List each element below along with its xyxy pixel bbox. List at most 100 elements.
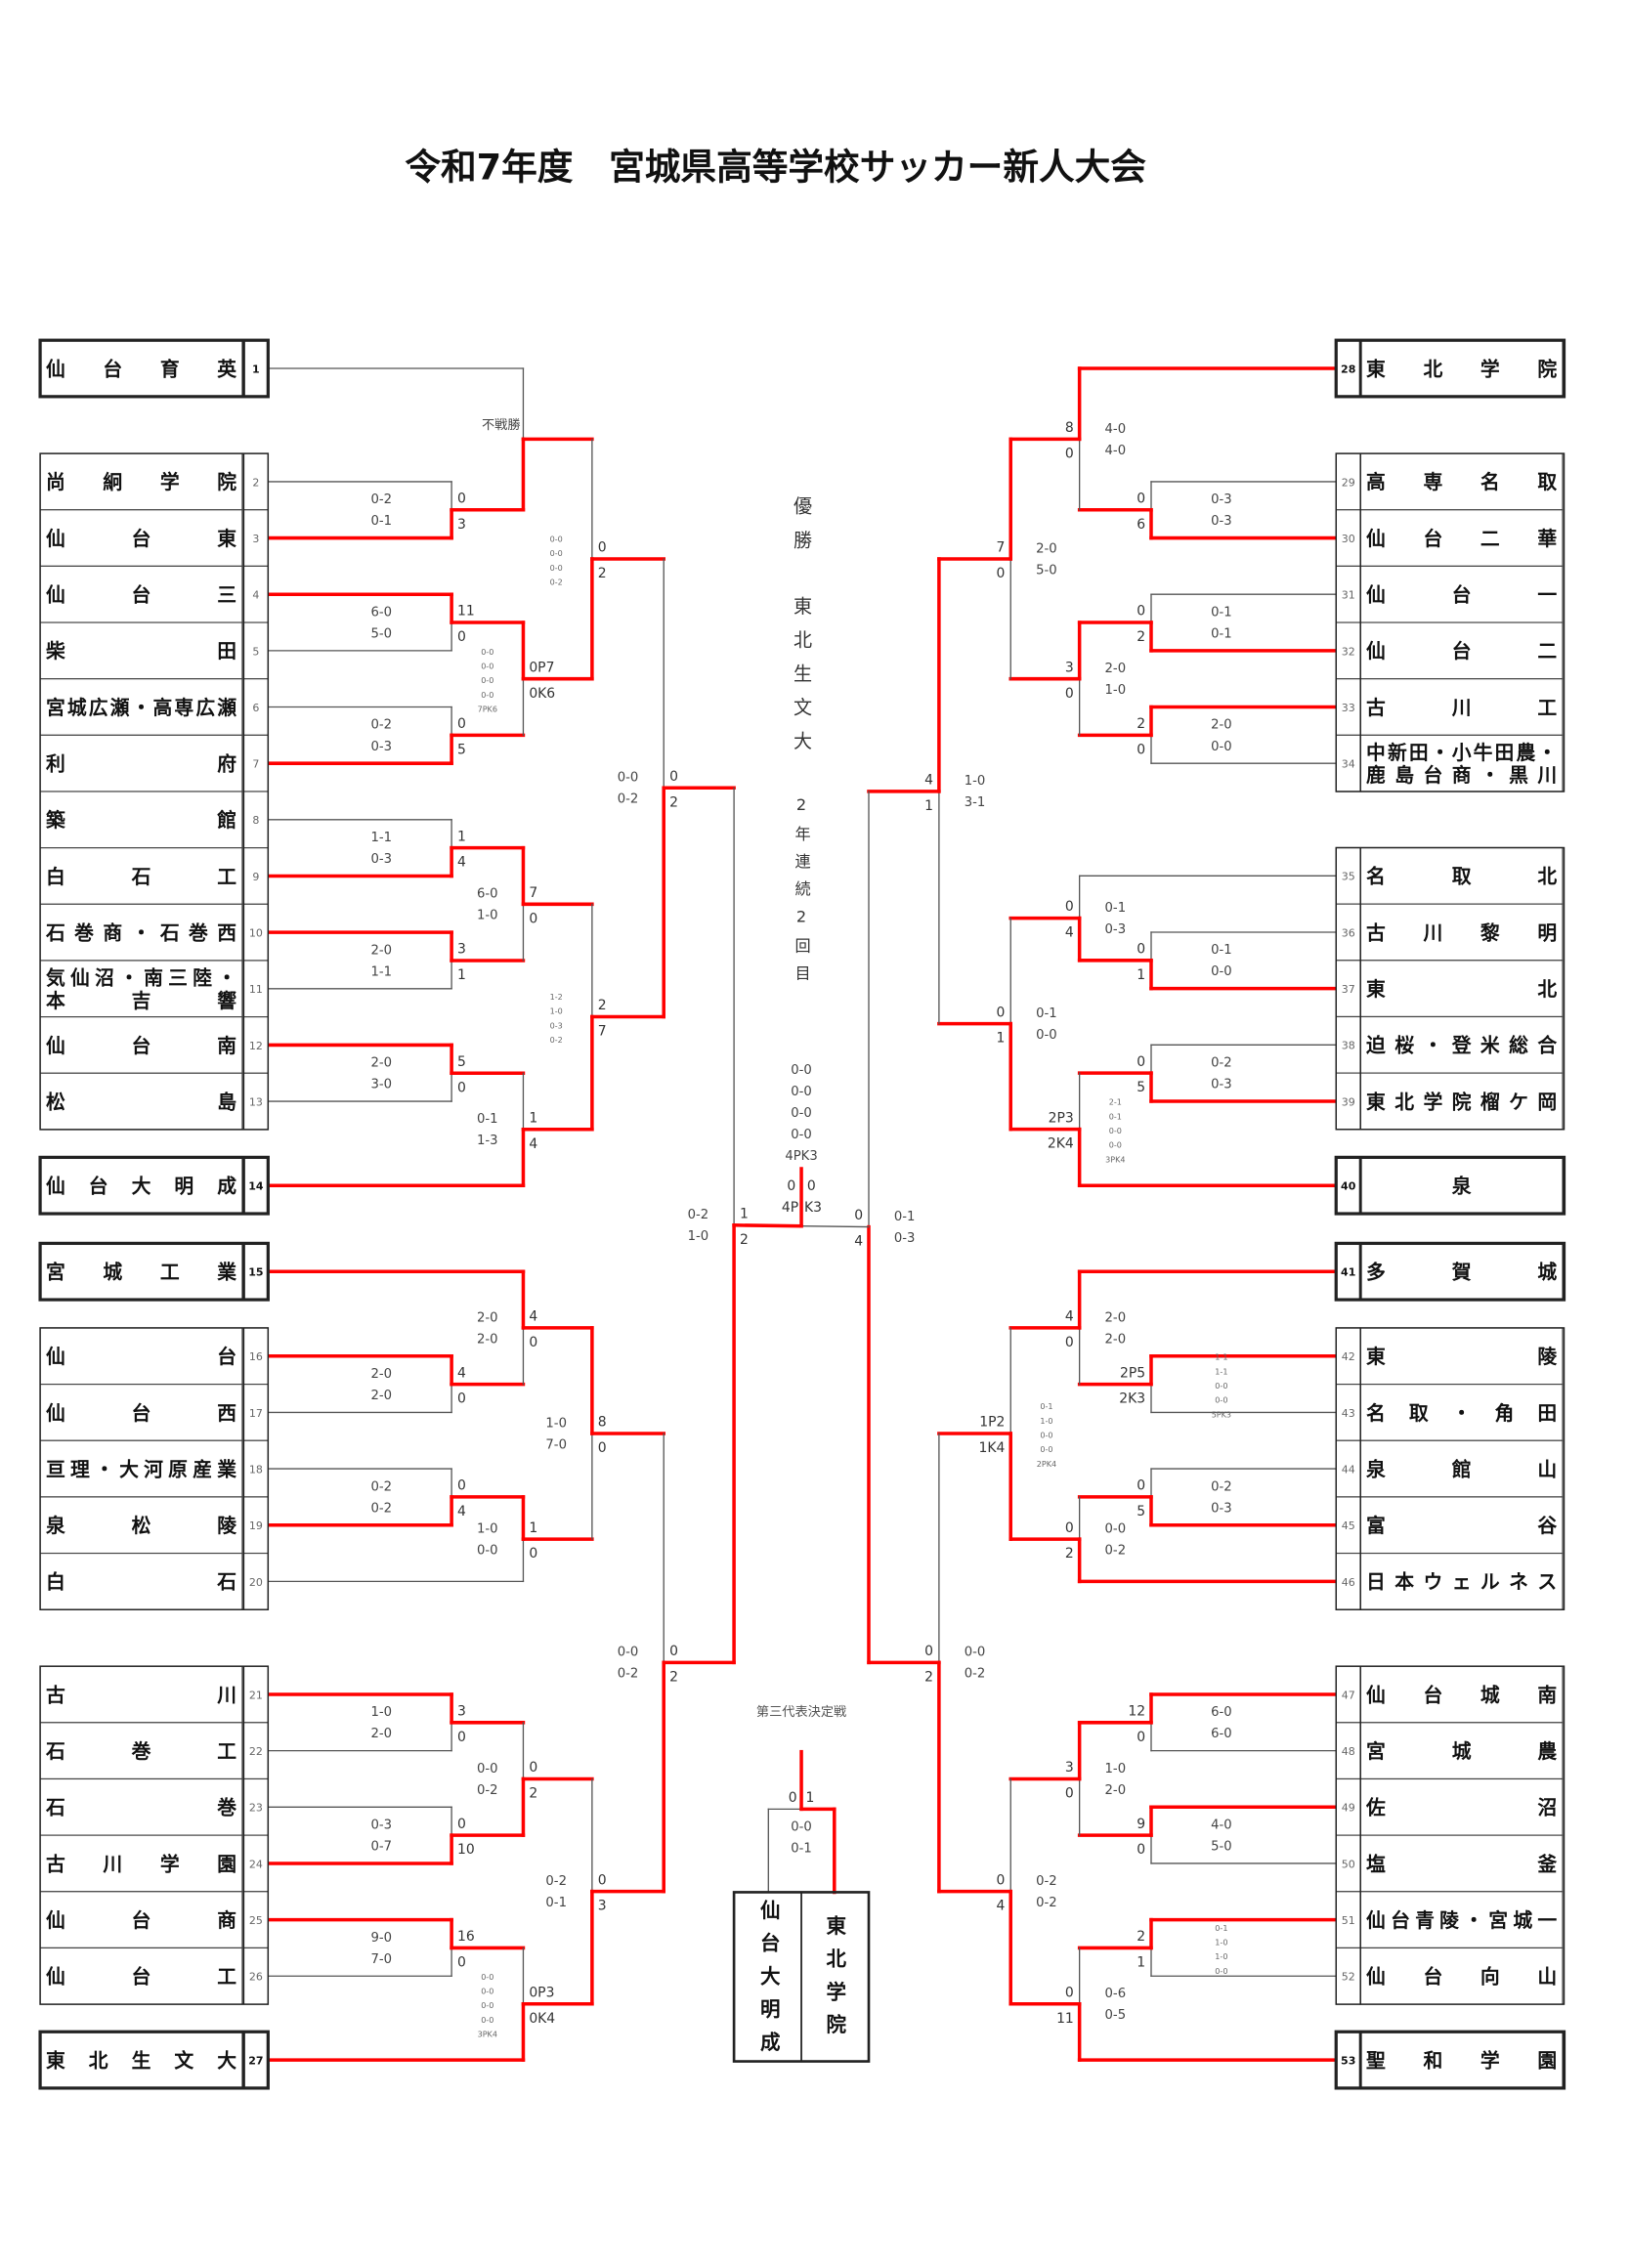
team-name-cell <box>1359 2031 1564 2089</box>
half-score: 0-0 <box>618 1646 639 1660</box>
score-top: 3 <box>457 942 466 958</box>
third-place-title: 第三代表決定戦 <box>756 1703 846 1720</box>
team-number: 24 <box>249 1858 263 1870</box>
score-bottom: 0 <box>457 1391 466 1407</box>
half-score: 1-0 <box>550 1007 563 1016</box>
team-number-cell <box>242 734 269 792</box>
half-score: 0-0 <box>477 1544 498 1559</box>
team-number-cell <box>242 1834 269 1893</box>
half-score: 2-0 <box>1211 718 1232 733</box>
score-top: 1 <box>740 1206 749 1221</box>
team-number: 5 <box>252 645 259 658</box>
champion-team: 東北生文大 <box>791 596 812 765</box>
half-score: 1-0 <box>477 909 498 923</box>
half-score: 0-2 <box>370 718 392 733</box>
half-score: 0-3 <box>894 1231 916 1246</box>
score-bottom: 6 <box>1137 517 1145 533</box>
score-top: 12 <box>1128 1703 1145 1719</box>
team-name: 鹿島台商・黒川 <box>1366 764 1557 787</box>
team-number: 42 <box>1342 1350 1355 1363</box>
score-bottom: 2 <box>740 1232 749 1248</box>
half-score: 0-1 <box>1211 626 1232 641</box>
score-bottom: 10 <box>457 1842 475 1858</box>
half-score: 2-0 <box>370 1367 392 1382</box>
team-number: 21 <box>249 1689 263 1701</box>
team-name-cell <box>1359 960 1564 1018</box>
half-score: 2-0 <box>1105 1783 1127 1798</box>
team-list: 1仙台育英2尚絅学院3仙台東4仙台三5柴田6宮城広瀬・高専広瀬7利府8築館9白石… <box>38 338 1566 2090</box>
half-score: 0-0 <box>1040 1431 1052 1439</box>
team-number: 10 <box>249 927 263 940</box>
half-score: 0-0 <box>618 771 639 786</box>
final-score-right: 0 <box>807 1178 816 1194</box>
half-score: 0-0 <box>1211 740 1232 754</box>
team-group-frame <box>1335 846 1566 1131</box>
half-score: 5-0 <box>1211 1840 1232 1855</box>
team-number: 36 <box>1342 926 1355 939</box>
half-score: 0-0 <box>481 662 493 670</box>
team-number: 20 <box>249 1576 263 1589</box>
team-name: 名取・角田 <box>1366 1402 1557 1425</box>
score-bottom: 0 <box>529 1335 537 1350</box>
score-top: 0P7 <box>529 660 554 675</box>
team-number-cell <box>1335 339 1361 398</box>
team-name-cell <box>39 1016 243 1074</box>
team-name-cell <box>39 1242 243 1301</box>
score-top: 1 <box>457 829 466 844</box>
team-name-cell <box>1359 509 1564 567</box>
team-name-cell <box>1359 734 1564 792</box>
score-top: 0P3 <box>529 1985 554 2000</box>
team-name-cell <box>1359 1242 1564 1301</box>
half-score: 0-2 <box>370 492 392 507</box>
score-bottom: 11 <box>1056 2011 1074 2027</box>
score-top: 0 <box>1137 941 1145 957</box>
half-score: 0-1 <box>1215 1924 1227 1933</box>
half-score: 0-2 <box>477 1783 498 1798</box>
score-top: 0 <box>669 1644 678 1659</box>
team-number-cell <box>242 678 269 736</box>
team-number-cell <box>242 791 269 849</box>
half-score: 0-3 <box>1211 1501 1232 1516</box>
score-top: 11 <box>457 604 475 620</box>
half-score: 0-2 <box>688 1208 709 1222</box>
half-score: 7-0 <box>370 1952 392 1967</box>
score-top: 0 <box>1137 1478 1145 1494</box>
score-top: 0 <box>1137 604 1145 620</box>
half-score: 1-0 <box>1215 1938 1227 1947</box>
score-top: 2P5 <box>1120 1365 1145 1381</box>
team-number: 35 <box>1342 871 1355 883</box>
half-score: 2-1 <box>1109 1098 1122 1107</box>
score-bottom: 3 <box>457 517 466 533</box>
score-bottom: 0K4 <box>529 2011 555 2027</box>
team-number: 12 <box>249 1040 263 1052</box>
half-score: 0-2 <box>1211 1479 1232 1494</box>
half-score: 0-3 <box>370 1819 392 1833</box>
score-top: 0 <box>854 1208 863 1223</box>
score-bottom: 2 <box>1065 1546 1074 1562</box>
score-bottom: 0 <box>457 629 466 645</box>
half-score: 7PK6 <box>478 705 497 713</box>
half-score: 0-1 <box>370 514 392 529</box>
third-place-team-left: 仙台大明成 <box>756 1899 780 2065</box>
score-bottom: 0 <box>1065 1335 1074 1350</box>
seed-team-frame <box>38 2030 270 2090</box>
score-bottom: 2K3 <box>1119 1391 1145 1407</box>
half-score: 5-0 <box>370 626 392 641</box>
half-score: 1-3 <box>477 1134 498 1148</box>
team-name-cell <box>39 1384 243 1441</box>
half-score: 1-0 <box>545 1416 567 1431</box>
team-number: 41 <box>1341 1266 1355 1279</box>
score-top: 0 <box>924 1644 933 1659</box>
half-score: 0-0 <box>1105 1522 1127 1537</box>
half-score: 0-2 <box>550 1036 563 1045</box>
team-number-cell <box>1335 846 1361 905</box>
